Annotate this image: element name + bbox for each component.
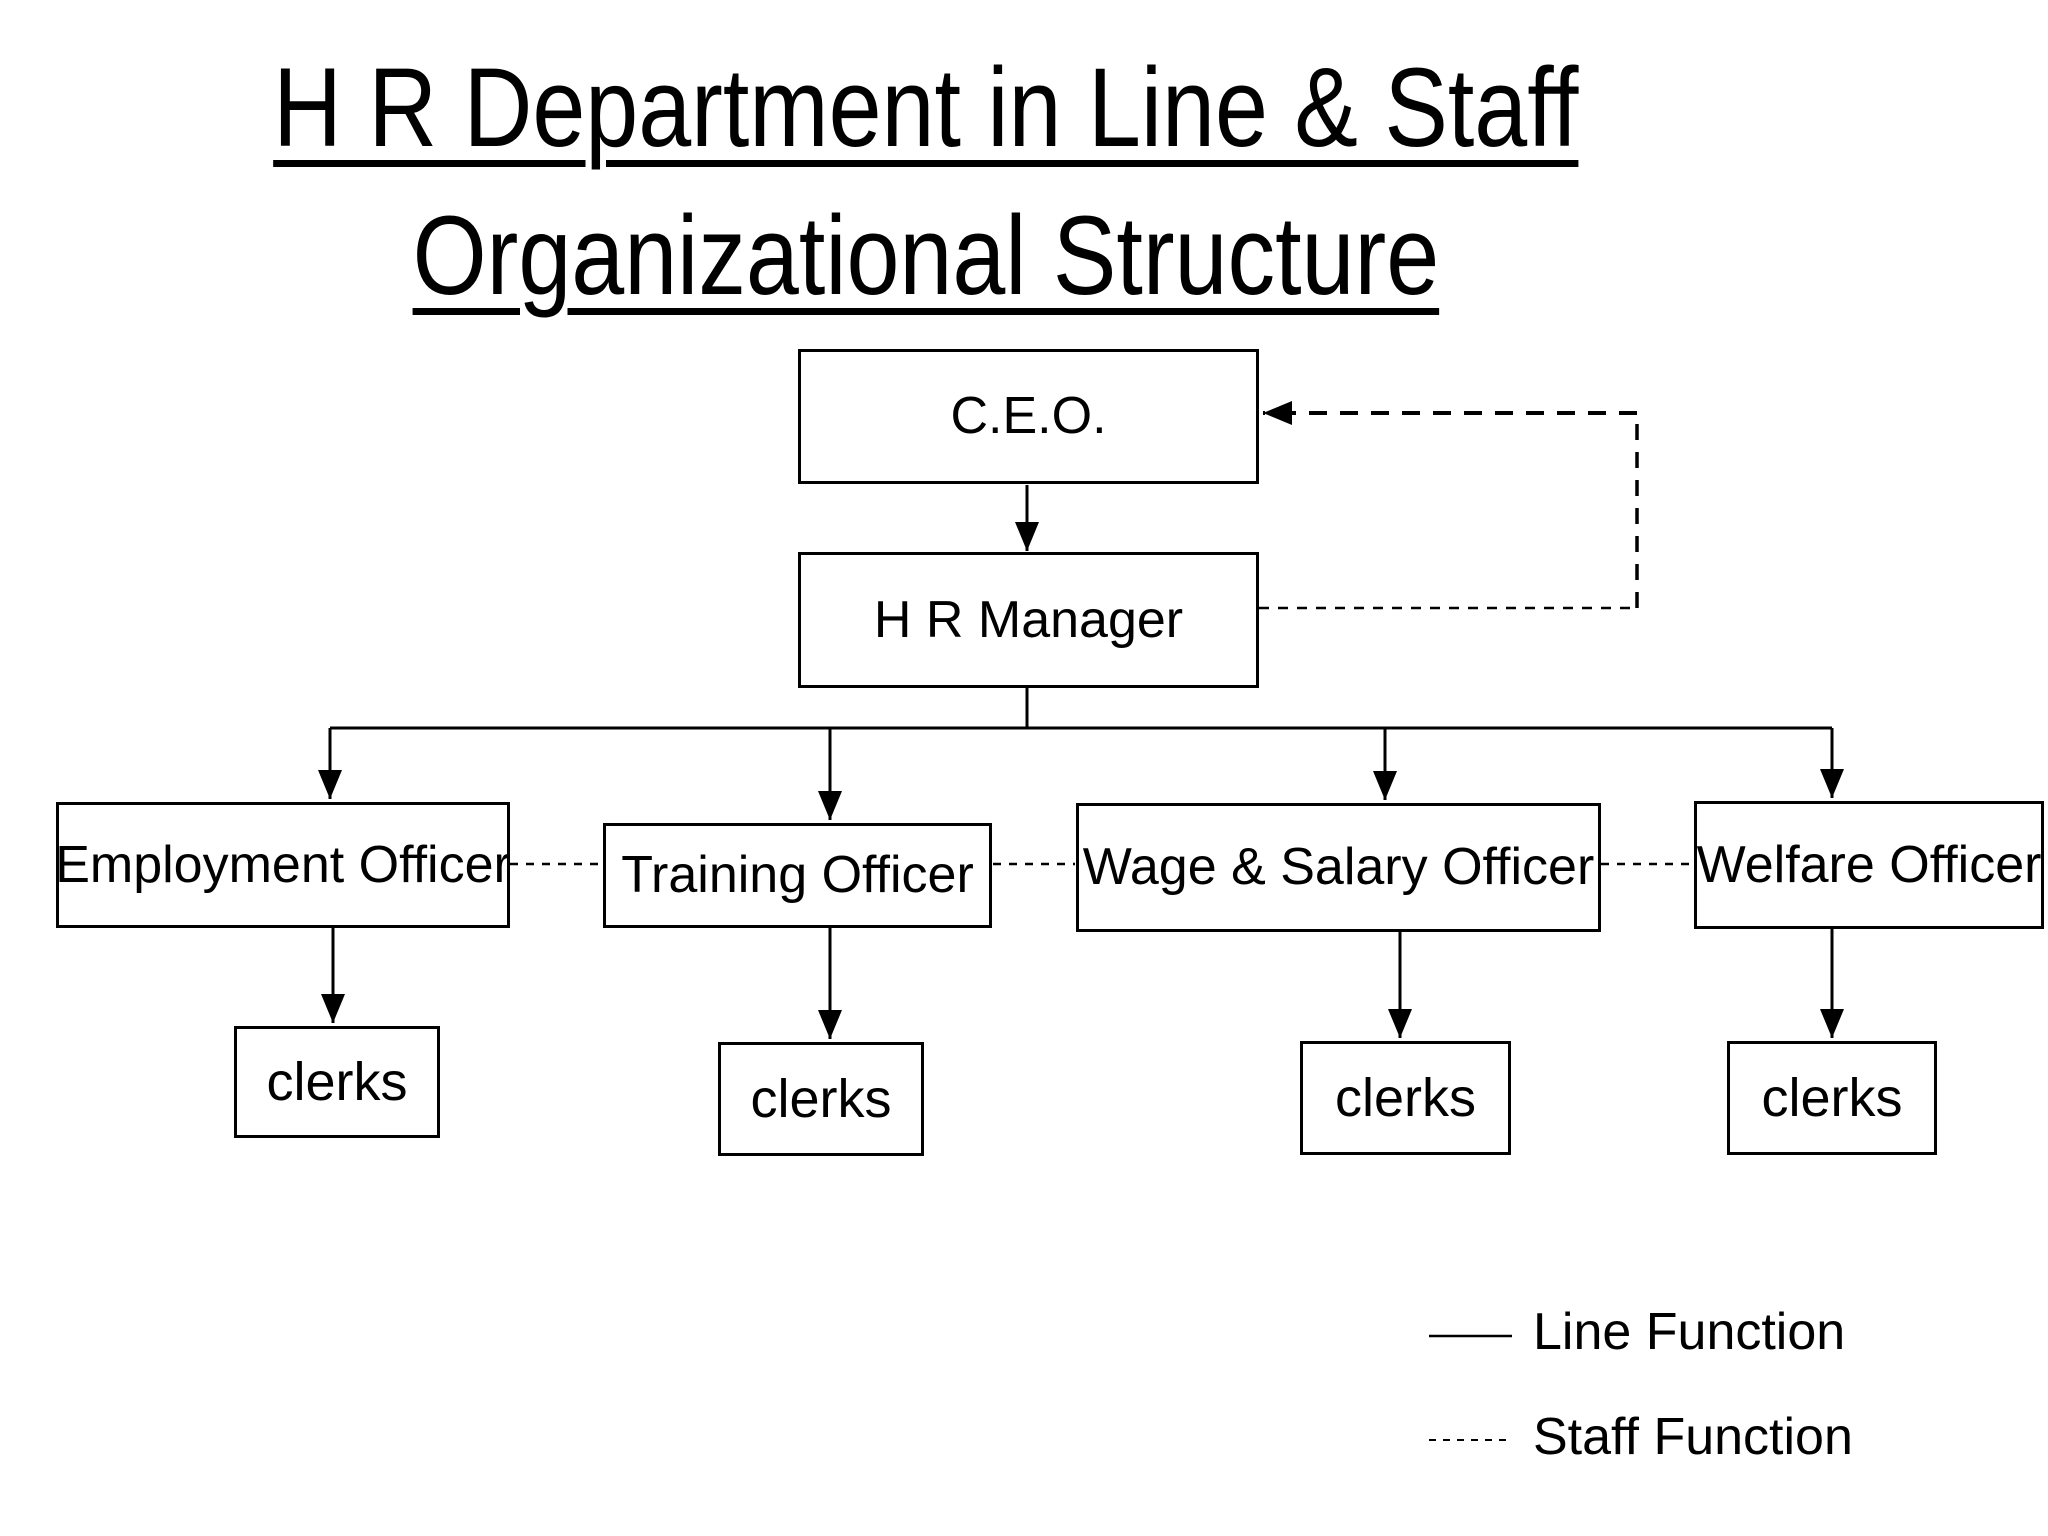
node-training-officer: Training Officer — [603, 823, 992, 928]
node-clerks-employment: clerks — [234, 1026, 440, 1138]
slide-title-line-2-text: Organizational Structure — [412, 193, 1440, 318]
node-welfare-officer: Welfare Officer — [1694, 801, 2044, 929]
node-wage-salary-officer: Wage & Salary Officer — [1076, 803, 1601, 932]
node-employment-officer: Employment Officer — [56, 802, 510, 928]
slide-title-line-1: H R Department in Line & Staff — [26, 34, 1826, 182]
node-hr-manager: H R Manager — [798, 552, 1259, 688]
slide-title-line-1-text: H R Department in Line & Staff — [273, 45, 1579, 170]
node-clerks-training: clerks — [718, 1042, 924, 1156]
node-clerks-welfare: clerks — [1727, 1041, 1937, 1155]
legend-label-line-function: Line Function — [1533, 1303, 1846, 1361]
slide-title-line-2: Organizational Structure — [26, 182, 1826, 330]
legend-label-staff-function: Staff Function — [1533, 1408, 1853, 1466]
node-clerks-wage-salary: clerks — [1300, 1041, 1511, 1155]
node-ceo: C.E.O. — [798, 349, 1259, 484]
